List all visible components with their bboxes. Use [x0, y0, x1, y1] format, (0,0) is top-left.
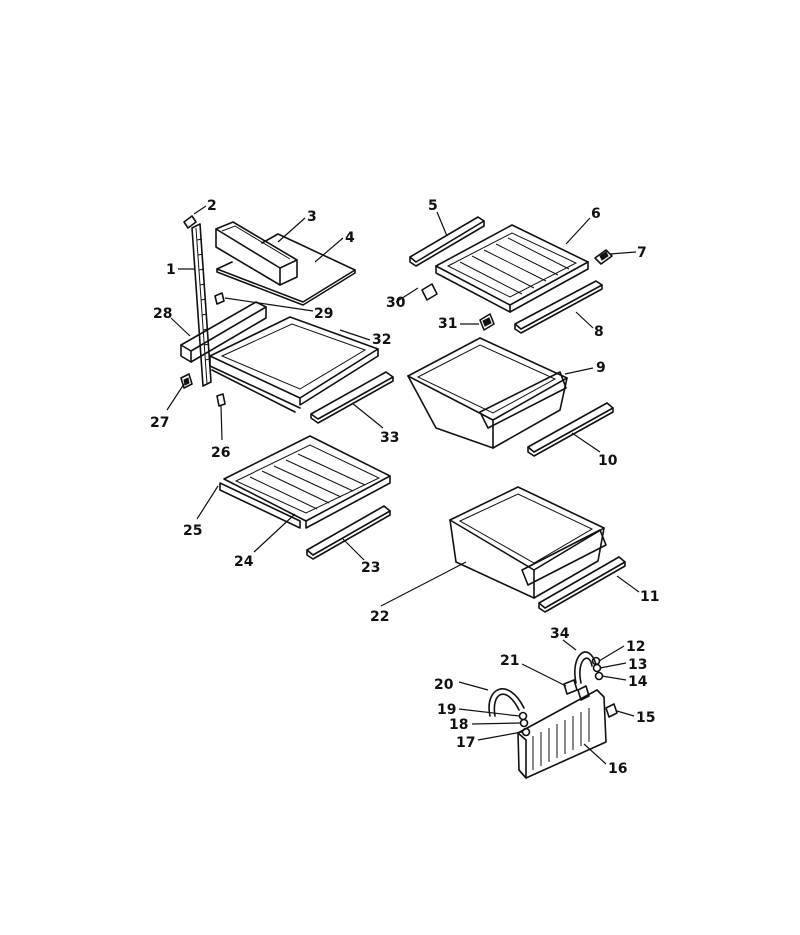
shelf-frame	[180, 301, 379, 413]
callout-21: 21	[500, 653, 519, 669]
callout-28: 28	[153, 306, 172, 322]
callout-20: 20	[434, 677, 454, 693]
wire-shelf	[435, 224, 589, 313]
callout-3: 3	[307, 209, 317, 225]
crisper-cover-assembly	[517, 689, 607, 779]
callout-33: 33	[380, 430, 399, 446]
rail-33	[310, 371, 394, 424]
rail-23	[306, 505, 391, 560]
callout-14: 14	[628, 674, 648, 690]
callout-32: 32	[372, 332, 391, 348]
callout-4: 4	[345, 230, 355, 246]
cover-plate	[216, 233, 356, 306]
callout-30: 30	[386, 295, 406, 311]
callout-26: 26	[211, 445, 230, 461]
small-fittings	[518, 656, 618, 737]
screw-2	[183, 215, 197, 229]
callout-24: 24	[234, 554, 254, 570]
callout-15: 15	[636, 710, 655, 726]
callout-31: 31	[438, 316, 457, 332]
callout-17: 17	[456, 735, 475, 751]
callout-10: 10	[598, 453, 618, 469]
callout-9: 9	[596, 360, 606, 376]
tube-20	[488, 688, 525, 717]
callout-23: 23	[361, 560, 380, 576]
rail-8	[514, 280, 603, 334]
callout-12: 12	[626, 639, 645, 655]
callout-18: 18	[449, 717, 468, 733]
crisper-drawer-upper	[407, 337, 568, 449]
callout-1: 1	[166, 262, 176, 278]
shelf-ladder-rail	[191, 223, 212, 387]
callout-16: 16	[608, 761, 627, 777]
clip-31	[479, 313, 495, 331]
callout-5: 5	[428, 198, 438, 214]
rail-5	[409, 216, 485, 267]
callout-6: 6	[591, 206, 601, 222]
callout-34: 34	[550, 626, 570, 642]
callout-29: 29	[314, 306, 333, 322]
clip-30	[421, 283, 438, 301]
clip-7	[594, 249, 613, 265]
callout-2: 2	[207, 198, 217, 214]
clip-29	[214, 292, 225, 305]
callout-8: 8	[594, 324, 604, 340]
callout-19: 19	[437, 702, 456, 718]
callout-11: 11	[640, 589, 659, 605]
callout-13: 13	[628, 657, 647, 673]
crisper-drawer-lower	[449, 486, 607, 599]
callout-22: 22	[370, 609, 389, 625]
callout-27: 27	[150, 415, 169, 431]
callout-labels: 2 1 3 4 5 6 7 29 30 31 8 28 32 9 27 26 3…	[150, 198, 659, 777]
callout-7: 7	[637, 245, 647, 261]
rail-10	[527, 402, 614, 457]
dairy-bin	[215, 221, 298, 286]
rail-11	[538, 556, 626, 613]
leader-lines	[166, 205, 640, 765]
callout-25: 25	[183, 523, 202, 539]
glass-shelf	[219, 435, 391, 529]
screw-26	[216, 393, 226, 407]
